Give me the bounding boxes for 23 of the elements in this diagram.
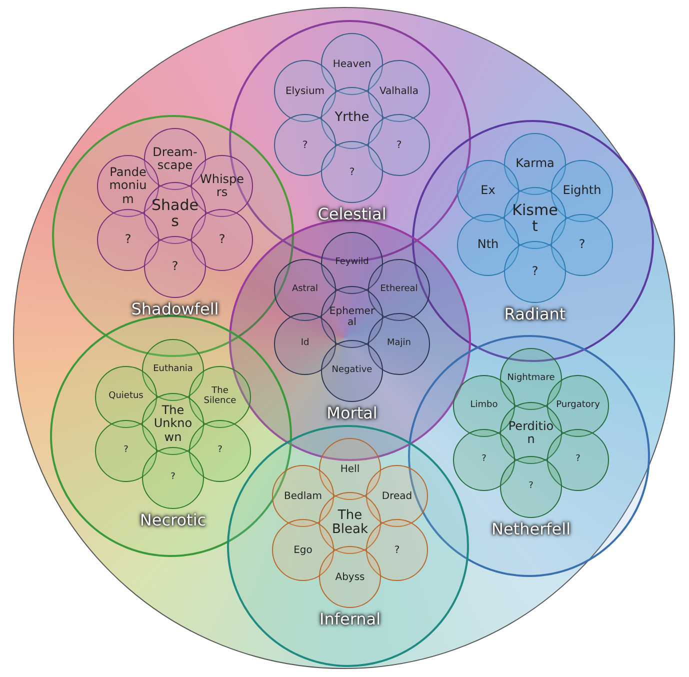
plane-circle: ? bbox=[274, 114, 336, 176]
realm-label: Netherfell bbox=[492, 520, 570, 538]
plane-circle: ? bbox=[500, 456, 562, 518]
realm-label: Radiant bbox=[504, 304, 566, 324]
plane-circle: ? bbox=[504, 241, 566, 303]
plane-circle: ? bbox=[191, 209, 253, 271]
realm-label: Infernal bbox=[319, 610, 381, 628]
realm-label: Celestial bbox=[318, 204, 386, 224]
plane-circle: ? bbox=[551, 214, 613, 276]
plane-circle: Nth bbox=[457, 214, 519, 276]
plane-circle: Ego bbox=[272, 519, 334, 581]
plane-circle: Negative bbox=[321, 340, 383, 402]
realm-label: Mortal bbox=[326, 404, 378, 422]
plane-circle: ? bbox=[453, 429, 515, 491]
realm-label: Shadowfell bbox=[131, 300, 219, 318]
plane-circle: ? bbox=[321, 141, 383, 203]
plane-circle: ? bbox=[142, 447, 204, 509]
plane-circle: ? bbox=[144, 236, 206, 298]
plane-circle: ? bbox=[547, 429, 609, 491]
plane-circle: Abyss bbox=[319, 546, 381, 608]
plane-circle: ? bbox=[368, 114, 430, 176]
plane-circle: ? bbox=[97, 209, 159, 271]
realm-label: Necrotic bbox=[140, 510, 206, 530]
